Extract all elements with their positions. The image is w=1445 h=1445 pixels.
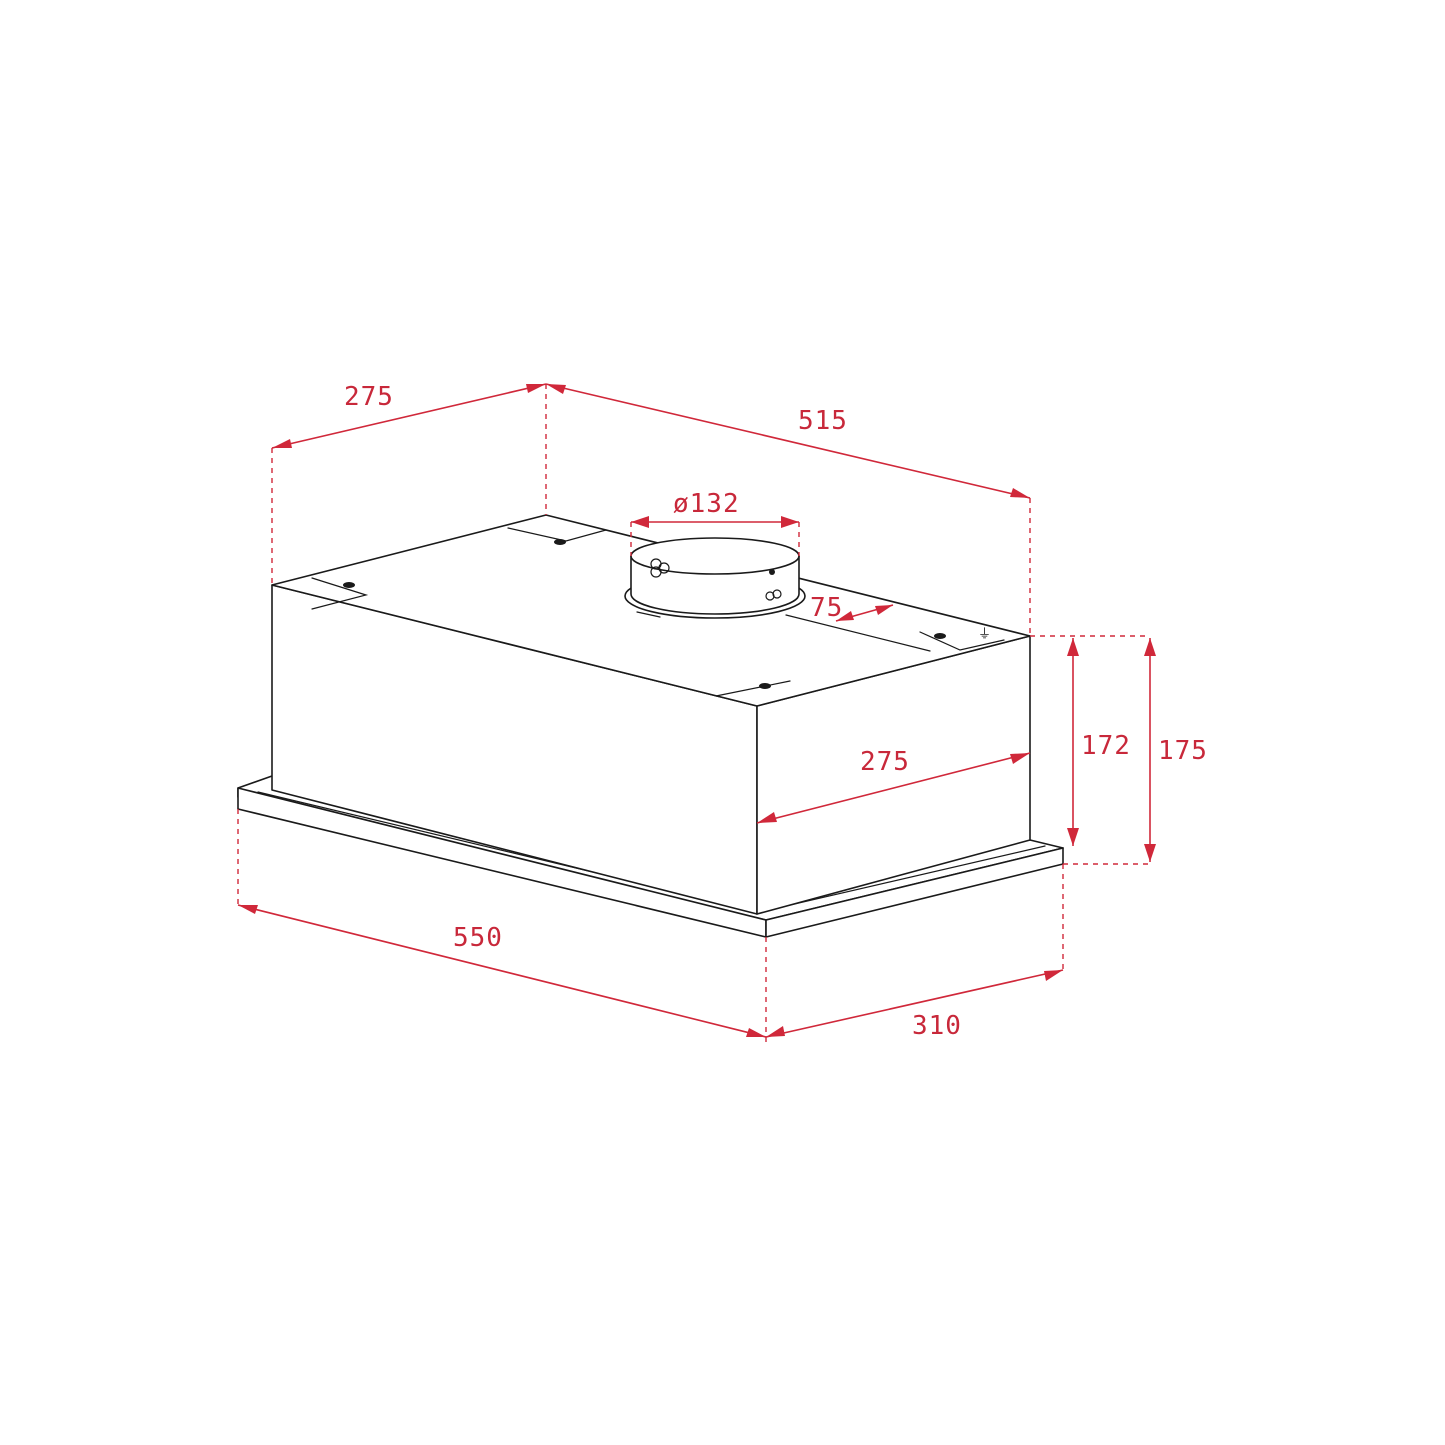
arrow — [746, 1028, 766, 1037]
label-body-height: 172 — [1081, 731, 1131, 761]
arrow — [526, 384, 546, 393]
arrow — [1067, 638, 1079, 656]
label-top-depth: 275 — [344, 382, 394, 412]
arrow — [272, 439, 292, 448]
outlet-front-tick — [636, 611, 661, 618]
mounting-hole-front — [759, 683, 771, 689]
arrow — [875, 605, 893, 615]
dimension-labels: 275 515 ø132 75 275 172 175 550 310 — [344, 382, 1208, 1041]
label-frame-depth: 310 — [912, 1011, 962, 1041]
dim-line-frame-width — [237, 904, 767, 1038]
dim-line-top-width — [545, 383, 1031, 499]
arrow — [1044, 970, 1063, 981]
dim-line-top-depth — [271, 383, 547, 449]
arrow — [781, 516, 799, 528]
arrow — [546, 384, 566, 394]
outlet-collar — [624, 537, 806, 619]
mounting-hole-left — [343, 582, 355, 588]
dim-line-frame-depth — [765, 969, 1064, 1038]
arrow — [836, 611, 854, 621]
arrow — [1144, 844, 1156, 862]
label-frame-width: 550 — [453, 923, 503, 953]
top-panel-seam-left — [311, 577, 369, 610]
dim-line-side-depth — [756, 752, 1031, 824]
top-panel-seam-rear — [507, 527, 607, 542]
top-panel-seam-mid — [785, 614, 931, 652]
arrow — [1144, 638, 1156, 656]
label-outlet-offset: 75 — [810, 593, 843, 623]
extension-lines — [237, 384, 1150, 1046]
outlet-clip-icon — [650, 558, 670, 578]
top-face-details: ⏚ — [311, 527, 1005, 697]
arrow — [1067, 828, 1079, 846]
label-top-width: 515 — [798, 406, 848, 436]
mounting-hole-right — [934, 633, 946, 639]
outlet-latch-icon — [765, 589, 782, 601]
arrow — [1010, 488, 1030, 498]
plug-symbol-icon: ⏚ — [978, 627, 991, 642]
arrow — [1010, 753, 1030, 764]
top-panel-seam-front — [715, 680, 791, 697]
arrow — [766, 1026, 785, 1037]
label-total-height: 175 — [1158, 736, 1208, 766]
label-side-depth: 275 — [860, 747, 910, 777]
outlet-screw — [769, 569, 775, 575]
arrow — [238, 905, 258, 914]
dimension-lines — [237, 383, 1156, 1038]
mounting-hole-rear — [554, 539, 566, 545]
arrow — [631, 516, 649, 528]
label-outlet-diameter: ø132 — [673, 489, 740, 519]
arrow — [757, 812, 777, 823]
top-panel-seam-right — [919, 631, 1005, 651]
